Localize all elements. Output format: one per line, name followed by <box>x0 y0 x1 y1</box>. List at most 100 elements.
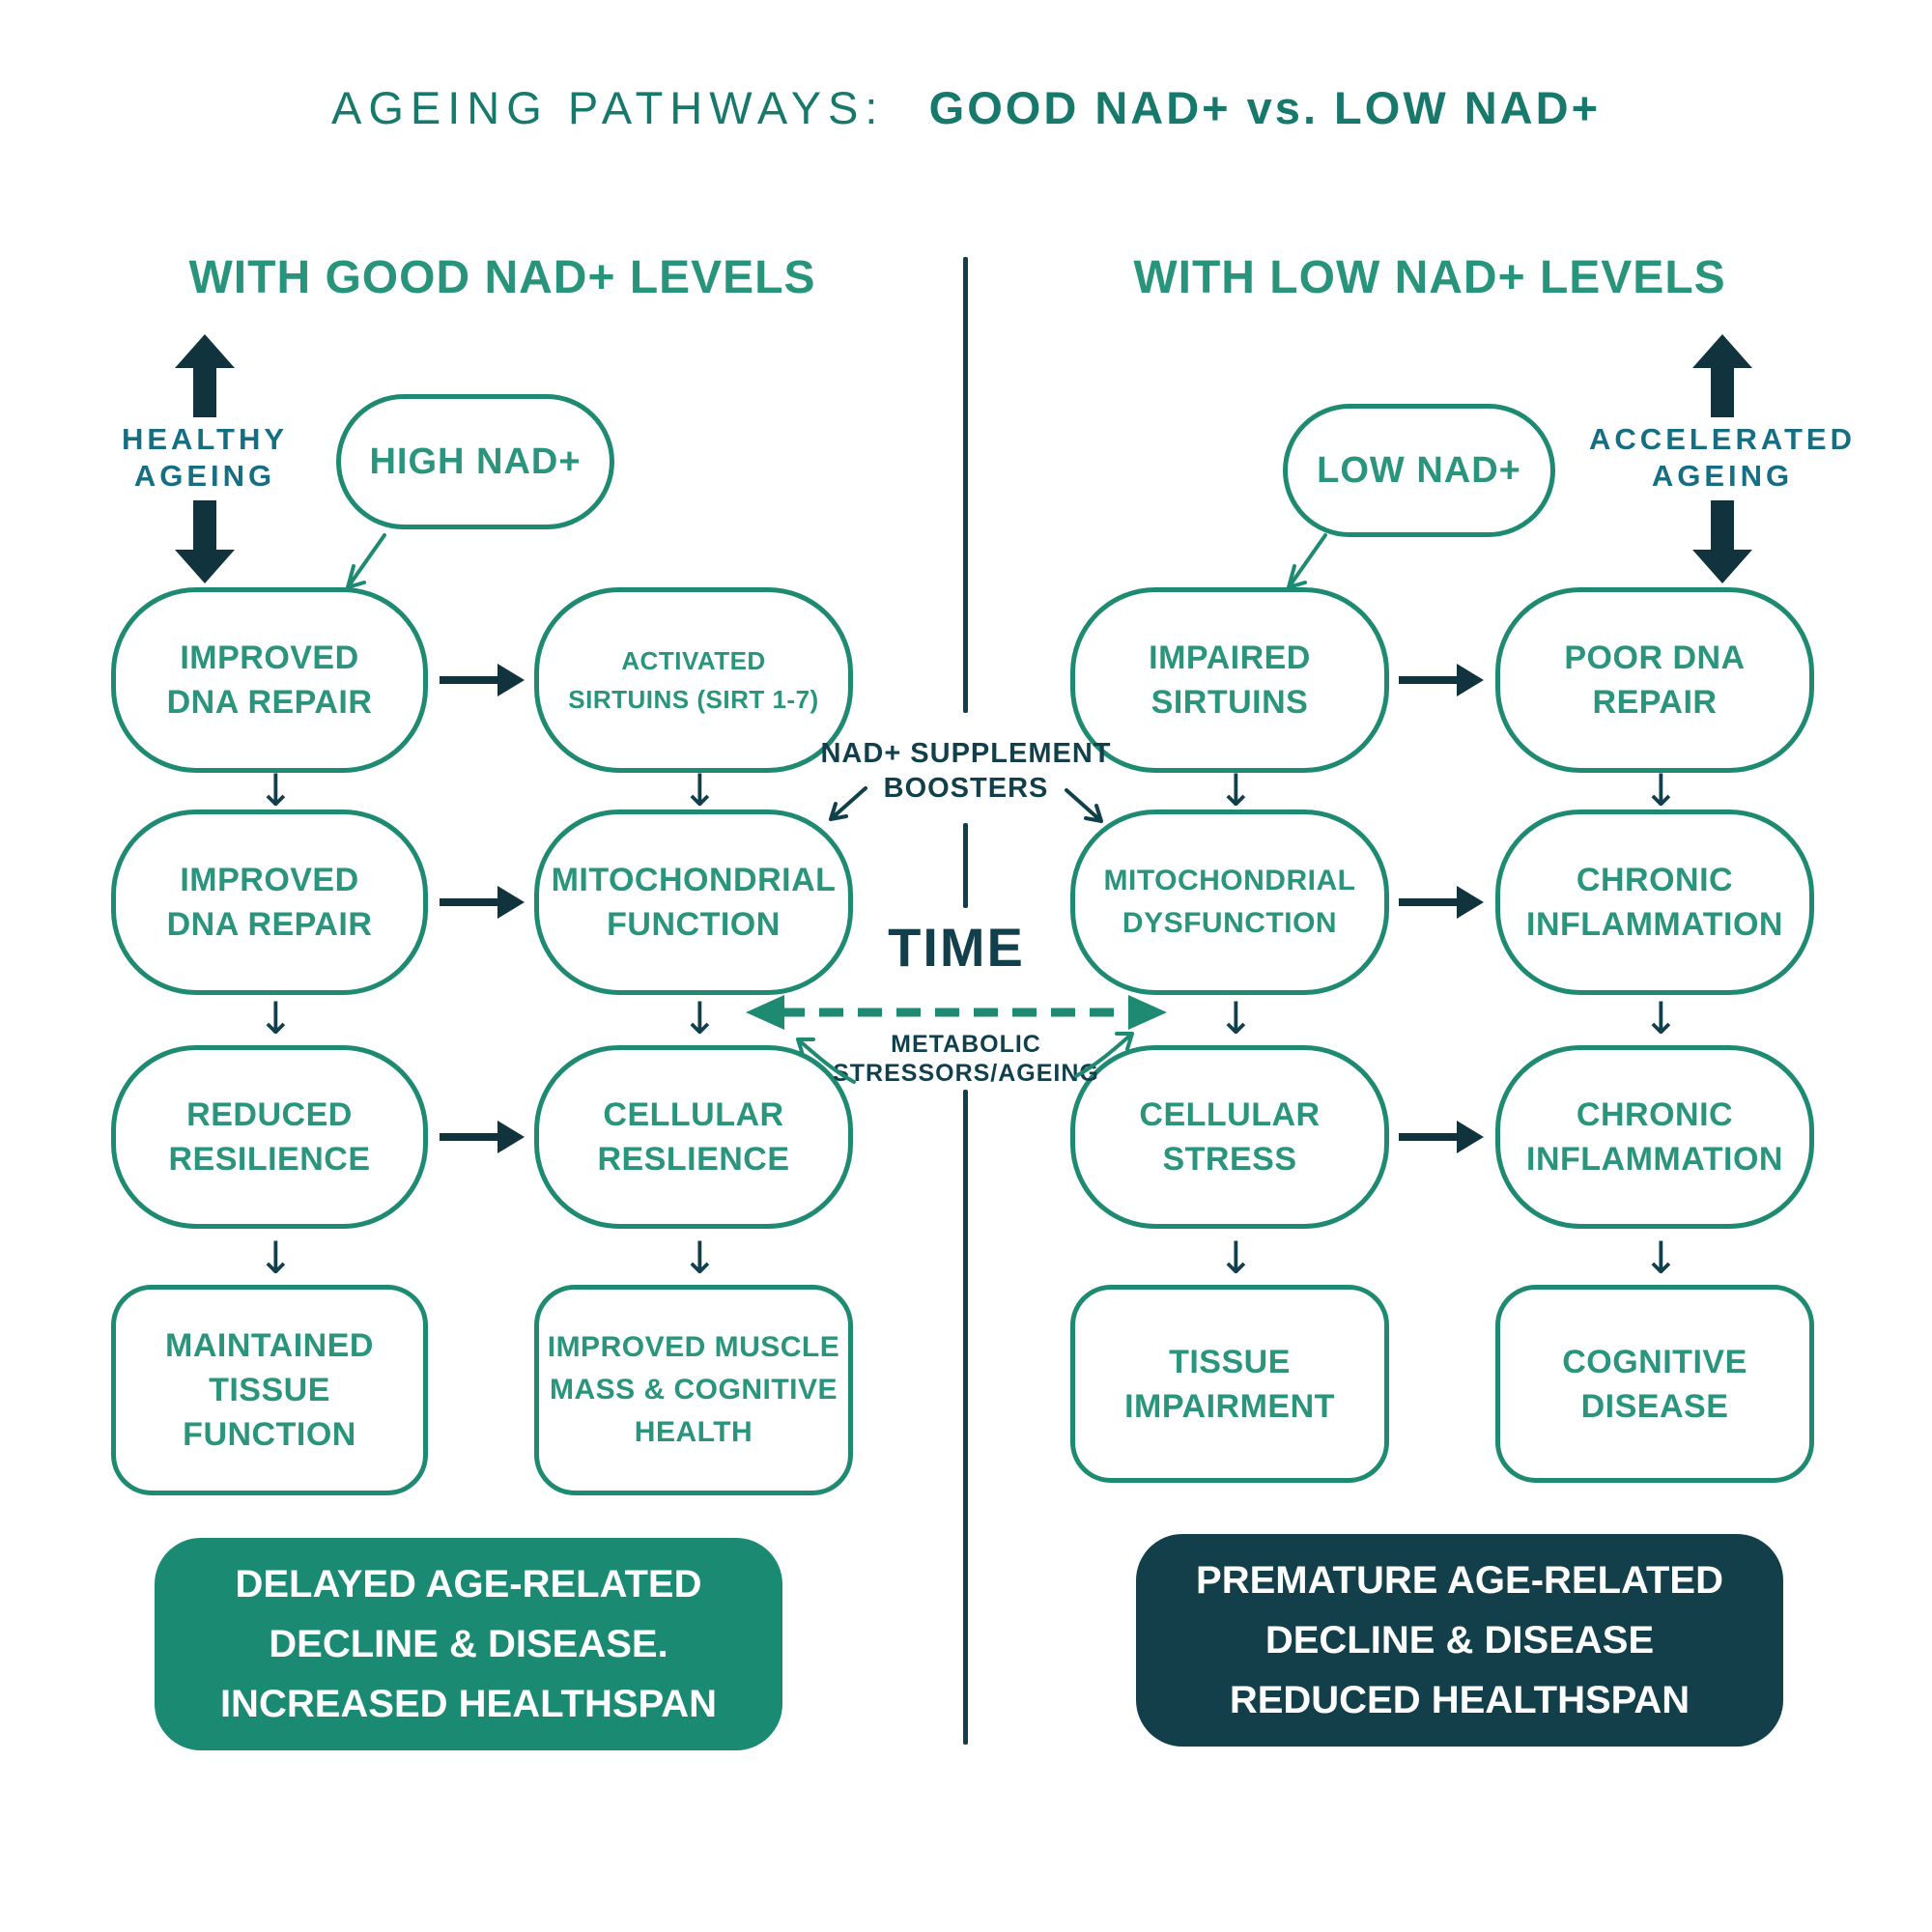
page-title: AGEING PATHWAYS: GOOD NAD+ vs. LOW NAD+ <box>0 81 1932 134</box>
node-line: INFLAMMATION <box>1526 906 1783 943</box>
accelerated-ageing-line2: AGEING <box>1651 459 1794 493</box>
down-arrow-icon: ↓ <box>681 992 719 1044</box>
node-improved-dna-repair-2: IMPROVED DNA REPAIR <box>111 810 428 995</box>
node-label: COGNITIVE DISEASE <box>1562 1340 1747 1429</box>
node-line: CHRONIC <box>1576 862 1734 898</box>
nad-supplement-boosters-label: NAD+ SUPPLEMENT BOOSTERS <box>811 736 1121 806</box>
node-line: DNA REPAIR <box>166 684 373 721</box>
node-label: ACTIVATED SIRTUINS (SIRT 1-7) <box>568 641 818 719</box>
node-cellular-resilience: CELLULAR RESLIENCE <box>534 1045 853 1229</box>
outcome-line: PREMATURE AGE-RELATED <box>1196 1559 1723 1602</box>
node-label: IMPROVED DNA REPAIR <box>167 858 373 947</box>
node-line: DYSFUNCTION <box>1122 907 1338 939</box>
outcome-premature-decline: PREMATURE AGE-RELATED DECLINE & DISEASE … <box>1136 1534 1783 1747</box>
curved-up-left-arrow-icon <box>796 1037 856 1084</box>
curved-up-right-arrow-icon <box>1074 1032 1134 1078</box>
outcome-line: INCREASED HEALTHSPAN <box>219 1683 718 1725</box>
node-line: FUNCTION <box>183 1416 356 1453</box>
down-arrow-icon: ↓ <box>257 764 295 816</box>
boosters-line2: BOOSTERS <box>883 773 1049 804</box>
node-label: CELLULAR STRESS <box>1139 1093 1320 1181</box>
node-line: IMPROVED <box>180 862 359 898</box>
right-arrow-icon <box>440 664 525 696</box>
node-improved-dna-repair-1: IMPROVED DNA REPAIR <box>111 587 428 773</box>
node-line: FUNCTION <box>607 906 781 943</box>
page-title-emphasis: GOOD NAD+ vs. LOW NAD+ <box>928 82 1602 133</box>
node-label: MAINTAINED TISSUE FUNCTION <box>165 1323 374 1457</box>
node-line: COGNITIVE <box>1562 1343 1747 1380</box>
node-label: POOR DNA REPAIR <box>1564 636 1745 724</box>
down-arrow-icon: ↓ <box>1642 992 1680 1044</box>
left-column-header: WITH GOOD NAD+ LEVELS <box>188 252 816 303</box>
node-cognitive-disease: COGNITIVE DISEASE <box>1495 1285 1814 1483</box>
outcome-line: DECLINE & DISEASE. <box>269 1623 668 1665</box>
down-block-arrow-icon <box>1692 500 1752 583</box>
down-arrow-icon: ↓ <box>1217 1232 1255 1284</box>
high-nad-pill: HIGH NAD+ <box>336 394 614 529</box>
outcome-text: PREMATURE AGE-RELATED DECLINE & DISEASE … <box>1196 1550 1723 1730</box>
node-line: DNA REPAIR <box>166 906 373 943</box>
node-label: IMPROVED MUSCLE MASS & COGNITIVE HEALTH <box>548 1326 840 1454</box>
outcome-text: DELAYED AGE-RELATED DECLINE & DISEASE. I… <box>220 1554 717 1734</box>
down-block-arrow-icon <box>175 500 235 583</box>
node-line: TISSUE <box>1169 1343 1291 1380</box>
up-arrow-icon <box>175 334 235 417</box>
node-line: HEALTH <box>634 1416 753 1448</box>
node-chronic-inflammation-2: CHRONIC INFLAMMATION <box>1495 1045 1814 1229</box>
outcome-line: REDUCED HEALTHSPAN <box>1229 1679 1690 1721</box>
node-line: RESILIENCE <box>168 1141 371 1178</box>
node-poor-dna-repair: POOR DNA REPAIR <box>1495 587 1814 773</box>
healthy-ageing-line1: HEALTHY <box>121 422 289 456</box>
node-line: MITOCHONDRIAL <box>1103 865 1356 896</box>
node-line: DISEASE <box>1580 1387 1729 1425</box>
node-tissue-impairment: TISSUE IMPAIRMENT <box>1070 1285 1389 1483</box>
page-title-prefix: AGEING PATHWAYS: <box>330 82 885 133</box>
accelerated-ageing-line1: ACCELERATED <box>1589 422 1856 456</box>
outcome-line: DECLINE & DISEASE <box>1264 1619 1655 1662</box>
node-label: CHRONIC INFLAMMATION <box>1526 858 1783 947</box>
down-arrow-icon: ↓ <box>1642 764 1680 816</box>
node-label: IMPAIRED SIRTUINS <box>1149 636 1311 724</box>
right-arrow-icon <box>1399 1121 1484 1153</box>
high-nad-pill-label: HIGH NAD+ <box>369 440 582 482</box>
node-mitochondrial-dysfunction: MITOCHONDRIAL DYSFUNCTION <box>1070 810 1389 995</box>
diagonal-arrow-icon <box>1287 533 1327 589</box>
center-divider-top <box>963 257 968 713</box>
down-right-arrow-icon <box>1065 788 1103 823</box>
node-line: CELLULAR <box>1139 1096 1321 1133</box>
right-column-header: WITH LOW NAD+ LEVELS <box>1133 252 1726 303</box>
outcome-delayed-decline: DELAYED AGE-RELATED DECLINE & DISEASE. I… <box>155 1538 782 1750</box>
node-label: REDUCED RESILIENCE <box>168 1093 370 1181</box>
node-label: MITOCHONDRIAL FUNCTION <box>552 858 837 947</box>
right-arrow-icon <box>440 886 525 919</box>
time-label: TIME <box>888 917 1025 978</box>
node-line: IMPAIRED <box>1149 639 1311 676</box>
right-arrow-icon <box>1399 886 1484 919</box>
node-line: MITOCHONDRIAL <box>551 862 837 898</box>
healthy-ageing-label: HEALTHY AGEING <box>60 421 350 495</box>
node-cellular-stress: CELLULAR STRESS <box>1070 1045 1389 1229</box>
right-arrow-icon <box>440 1121 525 1153</box>
node-label: MITOCHONDRIAL DYSFUNCTION <box>1104 860 1356 945</box>
node-line: STRESS <box>1162 1141 1297 1178</box>
down-arrow-icon: ↓ <box>681 1232 719 1284</box>
healthy-ageing-line2: AGEING <box>133 459 276 493</box>
node-line: MASS & COGNITIVE <box>549 1374 838 1406</box>
node-line: ACTIVATED <box>621 646 766 675</box>
stressors-line2: STRESSORS/AGEING <box>833 1060 1099 1087</box>
node-line: IMPROVED <box>180 639 359 676</box>
metabolic-stressors-label: METABOLIC STRESSORS/AGEING <box>811 1030 1121 1088</box>
node-line: MAINTAINED <box>165 1327 374 1364</box>
boosters-line1: NAD+ SUPPLEMENT <box>820 738 1112 769</box>
accelerated-ageing-label: ACCELERATED AGEING <box>1577 421 1867 495</box>
node-label: IMPROVED DNA REPAIR <box>167 636 373 724</box>
node-line: POOR DNA <box>1564 639 1746 676</box>
node-line: REDUCED <box>186 1096 353 1133</box>
node-chronic-inflammation-1: CHRONIC INFLAMMATION <box>1495 810 1814 995</box>
node-line: TISSUE <box>209 1372 330 1408</box>
node-reduced-resilience: REDUCED RESILIENCE <box>111 1045 428 1229</box>
node-label: CELLULAR RESLIENCE <box>597 1093 789 1181</box>
node-mitochondrial-function: MITOCHONDRIAL FUNCTION <box>534 810 853 995</box>
stressors-line1: METABOLIC <box>891 1031 1041 1058</box>
